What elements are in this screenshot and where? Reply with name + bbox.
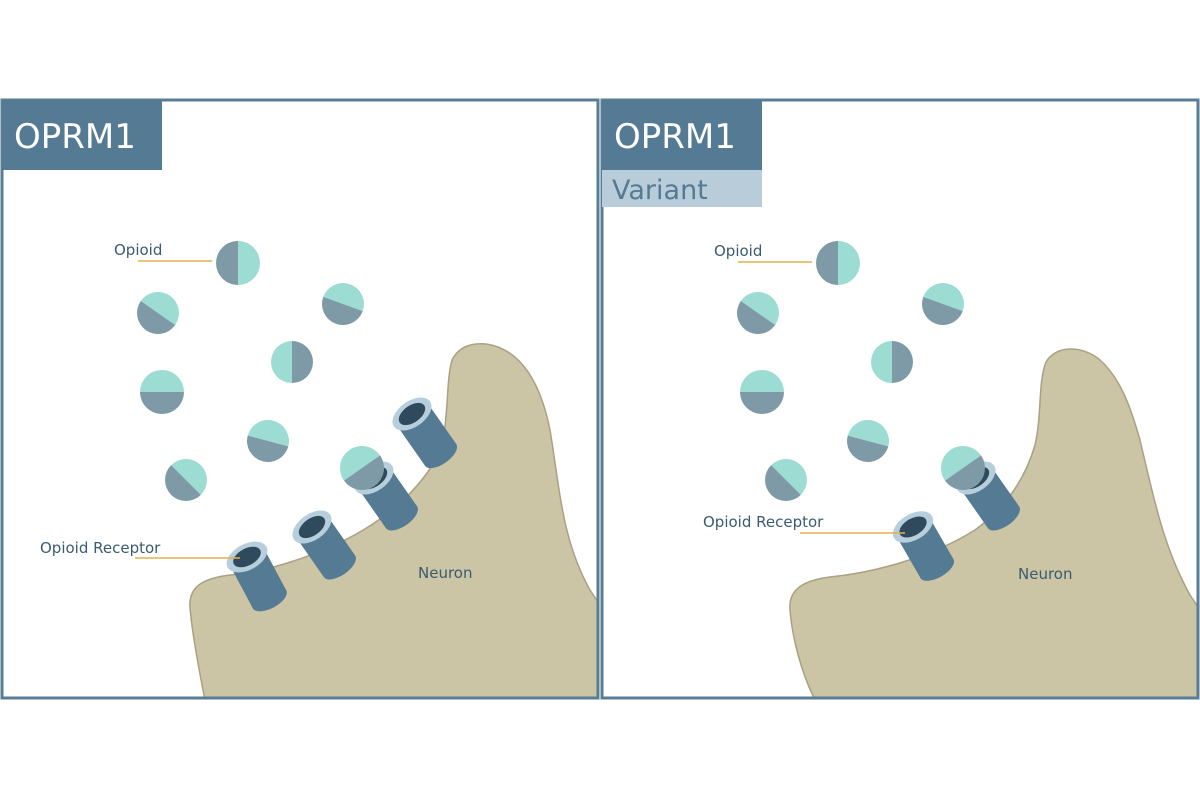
opioid-molecule <box>737 292 779 334</box>
opioid-receptor <box>226 541 287 612</box>
opioid-molecule <box>871 341 913 383</box>
variant-box <box>602 170 762 207</box>
panel-subtitle: Variant <box>612 175 708 206</box>
panel-title: OPRM1 <box>14 117 136 157</box>
opioid-label: Opioid <box>714 242 762 260</box>
panel-frame <box>600 98 1200 700</box>
opioid-molecule <box>922 283 964 325</box>
opioid-molecule <box>271 341 313 383</box>
opioid-molecule-bound <box>340 446 384 490</box>
opioid-receptor <box>892 511 955 581</box>
neuron-label: Neuron <box>418 564 472 582</box>
panel-oprm1-variant: OPRM1 Variant Opioid Opioid Receptor Neu… <box>600 98 1200 700</box>
neuron-label: Neuron <box>1018 565 1072 583</box>
title-box <box>2 100 162 170</box>
opioid-molecule <box>816 241 860 285</box>
opioid-receptor <box>292 510 356 580</box>
opioid-molecule <box>165 459 207 501</box>
opioid-molecule <box>847 420 889 462</box>
opioid-molecule <box>765 459 807 501</box>
opioid-molecule <box>140 370 184 414</box>
opioid-molecule <box>247 420 289 462</box>
opioid-molecule <box>137 292 179 334</box>
opioid-receptor-label: Opioid Receptor <box>703 513 824 531</box>
opioid-molecule <box>322 283 364 325</box>
opioid-molecule <box>740 370 784 414</box>
opioid-receptor <box>392 397 458 469</box>
panel-title: OPRM1 <box>614 117 736 157</box>
opioid-label: Opioid <box>114 241 162 259</box>
panel-oprm1: OPRM1 Opioid Opioid Receptor Neuron <box>0 98 600 700</box>
title-box <box>602 100 762 170</box>
opioid-molecule <box>216 241 260 285</box>
opioid-receptor-label: Opioid Receptor <box>40 539 161 557</box>
panel-frame <box>0 98 600 700</box>
opioid-molecule-bound <box>941 446 985 490</box>
